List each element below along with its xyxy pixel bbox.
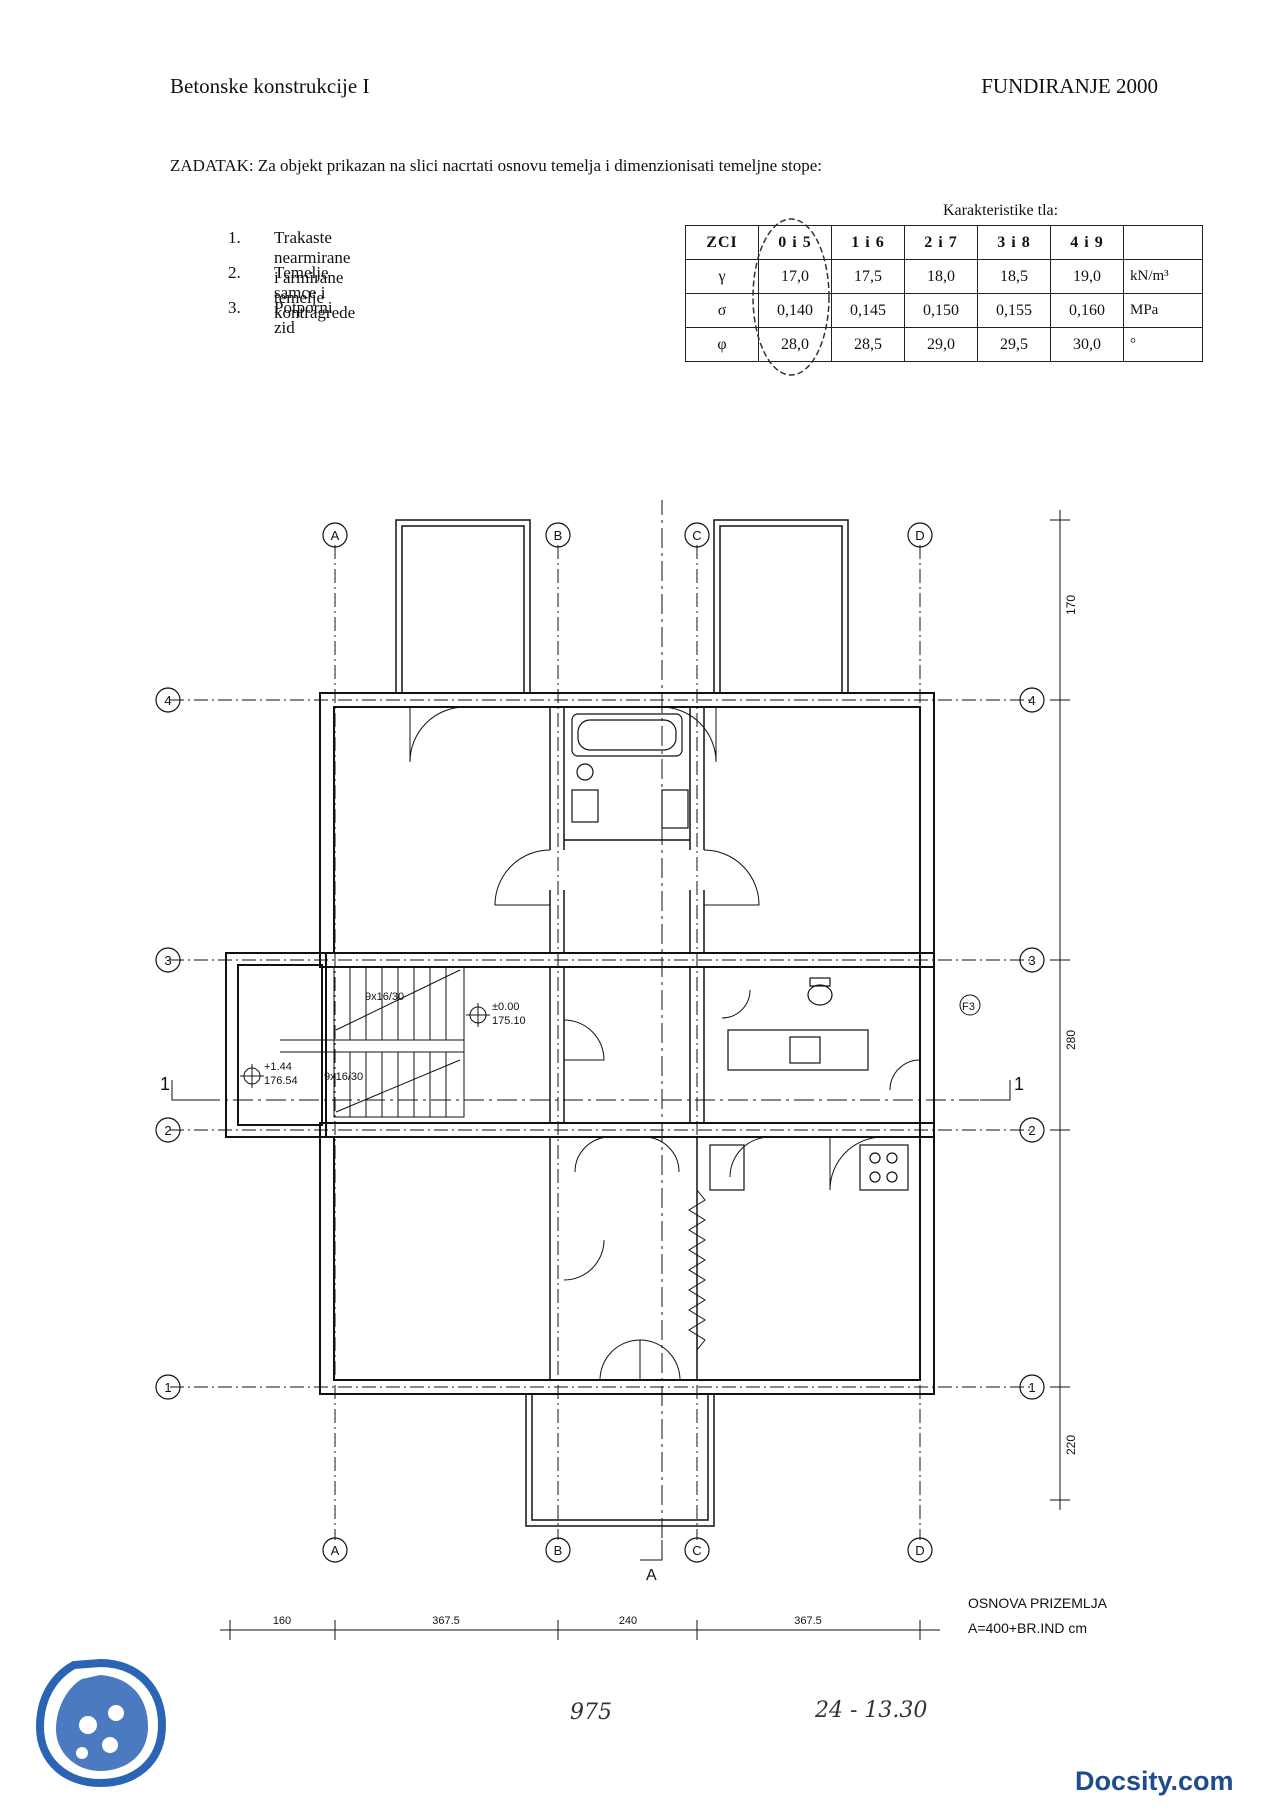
- stair-label-lower: 9x16/30: [324, 1071, 363, 1083]
- level-bottom: 176.54: [264, 1075, 298, 1087]
- dimension-label: 280: [1064, 1030, 1078, 1050]
- table-cell-symbol: σ: [685, 293, 759, 328]
- axis-label: 2: [164, 1123, 171, 1138]
- section-1-label-right: 1: [1014, 1074, 1024, 1094]
- table-header-cell: 1 i 6: [831, 225, 905, 260]
- hand-drawn-ellipse: [752, 218, 830, 376]
- axis-label: 2: [1028, 1123, 1035, 1138]
- table-header-cell: 3 i 8: [977, 225, 1051, 260]
- table-cell-unit: °: [1123, 327, 1203, 362]
- floor-plan: 9x16/30 9x16/30 ±0.00 175.10 +1.44 176.5…: [155, 500, 1078, 1640]
- axis-label: D: [915, 1543, 924, 1558]
- doors: [409, 706, 921, 1381]
- balconies: [395, 519, 849, 1527]
- table-row: γ 17,0 17,5 18,0 18,5 19,0 kN/m³: [685, 259, 1203, 294]
- header-course: Betonske konstrukcije I: [170, 74, 370, 98]
- section-line-a: [640, 500, 663, 1561]
- handwritten-note: 24 - 13.30: [815, 1698, 928, 1723]
- table-cell: 0,145: [831, 293, 905, 328]
- header-topic: FUNDIRANJE 2000: [981, 74, 1158, 98]
- axis-label: B: [554, 1543, 563, 1558]
- task-item-number: 3.: [228, 298, 241, 317]
- task-item-number: 1.: [228, 228, 241, 247]
- bottom-dimension-line: [220, 1620, 940, 1640]
- level-bottom: 175.10: [492, 1015, 526, 1027]
- dimension-label: 160: [273, 1615, 291, 1627]
- handwritten-note: 975: [570, 1700, 612, 1725]
- plan-caption-title: OSNOVA PRIZEMLJA: [968, 1595, 1107, 1611]
- table-cell: 29,5: [977, 327, 1051, 362]
- table-header-cell: 2 i 7: [904, 225, 978, 260]
- table-cell: 18,5: [977, 259, 1051, 294]
- table-cell: 19,0: [1050, 259, 1124, 294]
- watermark: Docsity.com: [1075, 1766, 1234, 1796]
- axis-label: 1: [1028, 1380, 1035, 1395]
- table-header-cell: ZCI: [685, 225, 759, 260]
- table-cell: 17,0: [758, 259, 832, 294]
- task-item-text: Potporni zid: [274, 298, 333, 337]
- table-cell: 17,5: [831, 259, 905, 294]
- section-line-1: [171, 1080, 1011, 1101]
- table-cell-unit: MPa: [1123, 293, 1203, 328]
- table-cell: 29,0: [904, 327, 978, 362]
- level-top: ±0.00: [492, 1001, 519, 1013]
- dimension-label: 367.5: [432, 1615, 460, 1627]
- dimension-label: 240: [619, 1615, 637, 1627]
- dimension-label: 170: [1064, 595, 1078, 615]
- axis-bubbles: [155, 522, 1045, 1563]
- table-cell: 30,0: [1050, 327, 1124, 362]
- plan-caption-scale: A=400+BR.IND cm: [968, 1620, 1088, 1636]
- axis-label: 4: [164, 693, 171, 708]
- outer-walls: [225, 692, 935, 1395]
- task-item-text: Temelje samce i kontragrede: [274, 263, 356, 322]
- level-markers: [240, 1003, 490, 1088]
- table-cell: 0,155: [977, 293, 1051, 328]
- table-cell: 18,0: [904, 259, 978, 294]
- dimension-label: 367.5: [794, 1615, 822, 1627]
- section-1-label-left: 1: [160, 1074, 170, 1094]
- table-cell: 28,0: [758, 327, 832, 362]
- table-cell: 28,5: [831, 327, 905, 362]
- axis-label: C: [692, 528, 701, 543]
- axis-label: B: [554, 528, 563, 543]
- docsity-logo-icon: [35, 1658, 167, 1788]
- table-row: σ 0,140 0,145 0,150 0,155 0,160 MPa: [685, 293, 1203, 328]
- axis-label: 4: [1028, 693, 1035, 708]
- axis-label: 3: [1028, 953, 1035, 968]
- tag-circle: [959, 994, 981, 1016]
- sliding-partition: [688, 1189, 706, 1351]
- axis-label: A: [331, 528, 340, 543]
- axis-label: D: [915, 528, 924, 543]
- table-cell: 0,150: [904, 293, 978, 328]
- table-cell: 0,160: [1050, 293, 1124, 328]
- tag-label: F3: [962, 1001, 975, 1013]
- right-dimension-line: [1050, 510, 1070, 1510]
- inner-walls: [549, 707, 705, 1380]
- axis-label: 1: [164, 1380, 171, 1395]
- soil-table: ZCI 0 i 5 1 i 6 2 i 7 3 i 8 4 i 9 γ 17,0…: [685, 225, 1203, 362]
- table-header-cell: [1123, 225, 1203, 260]
- table-row: φ 28,0 28,5 29,0 29,5 30,0 °: [685, 327, 1203, 362]
- section-a-label-bottom: A: [646, 1567, 657, 1584]
- task-item-number: 2.: [228, 263, 241, 282]
- soil-table-caption: Karakteristike tla:: [943, 202, 1059, 219]
- dimension-label: 220: [1064, 1435, 1078, 1455]
- task-item-text: Trakaste nearmirane i armirane temelje: [274, 228, 351, 307]
- bathroom-fixtures: [571, 713, 909, 1191]
- task-statement: ZADATAK: Za objekt prikazan na slici nac…: [170, 156, 823, 175]
- table-header-cell: 4 i 9: [1050, 225, 1124, 260]
- table-cell-unit: kN/m³: [1123, 259, 1203, 294]
- axis-label: 3: [164, 953, 171, 968]
- stairs: [280, 966, 465, 1118]
- axis-label: A: [331, 1543, 340, 1558]
- axis-label: C: [692, 1543, 701, 1558]
- stair-label-upper: 9x16/30: [365, 991, 404, 1003]
- level-top: +1.44: [264, 1061, 292, 1073]
